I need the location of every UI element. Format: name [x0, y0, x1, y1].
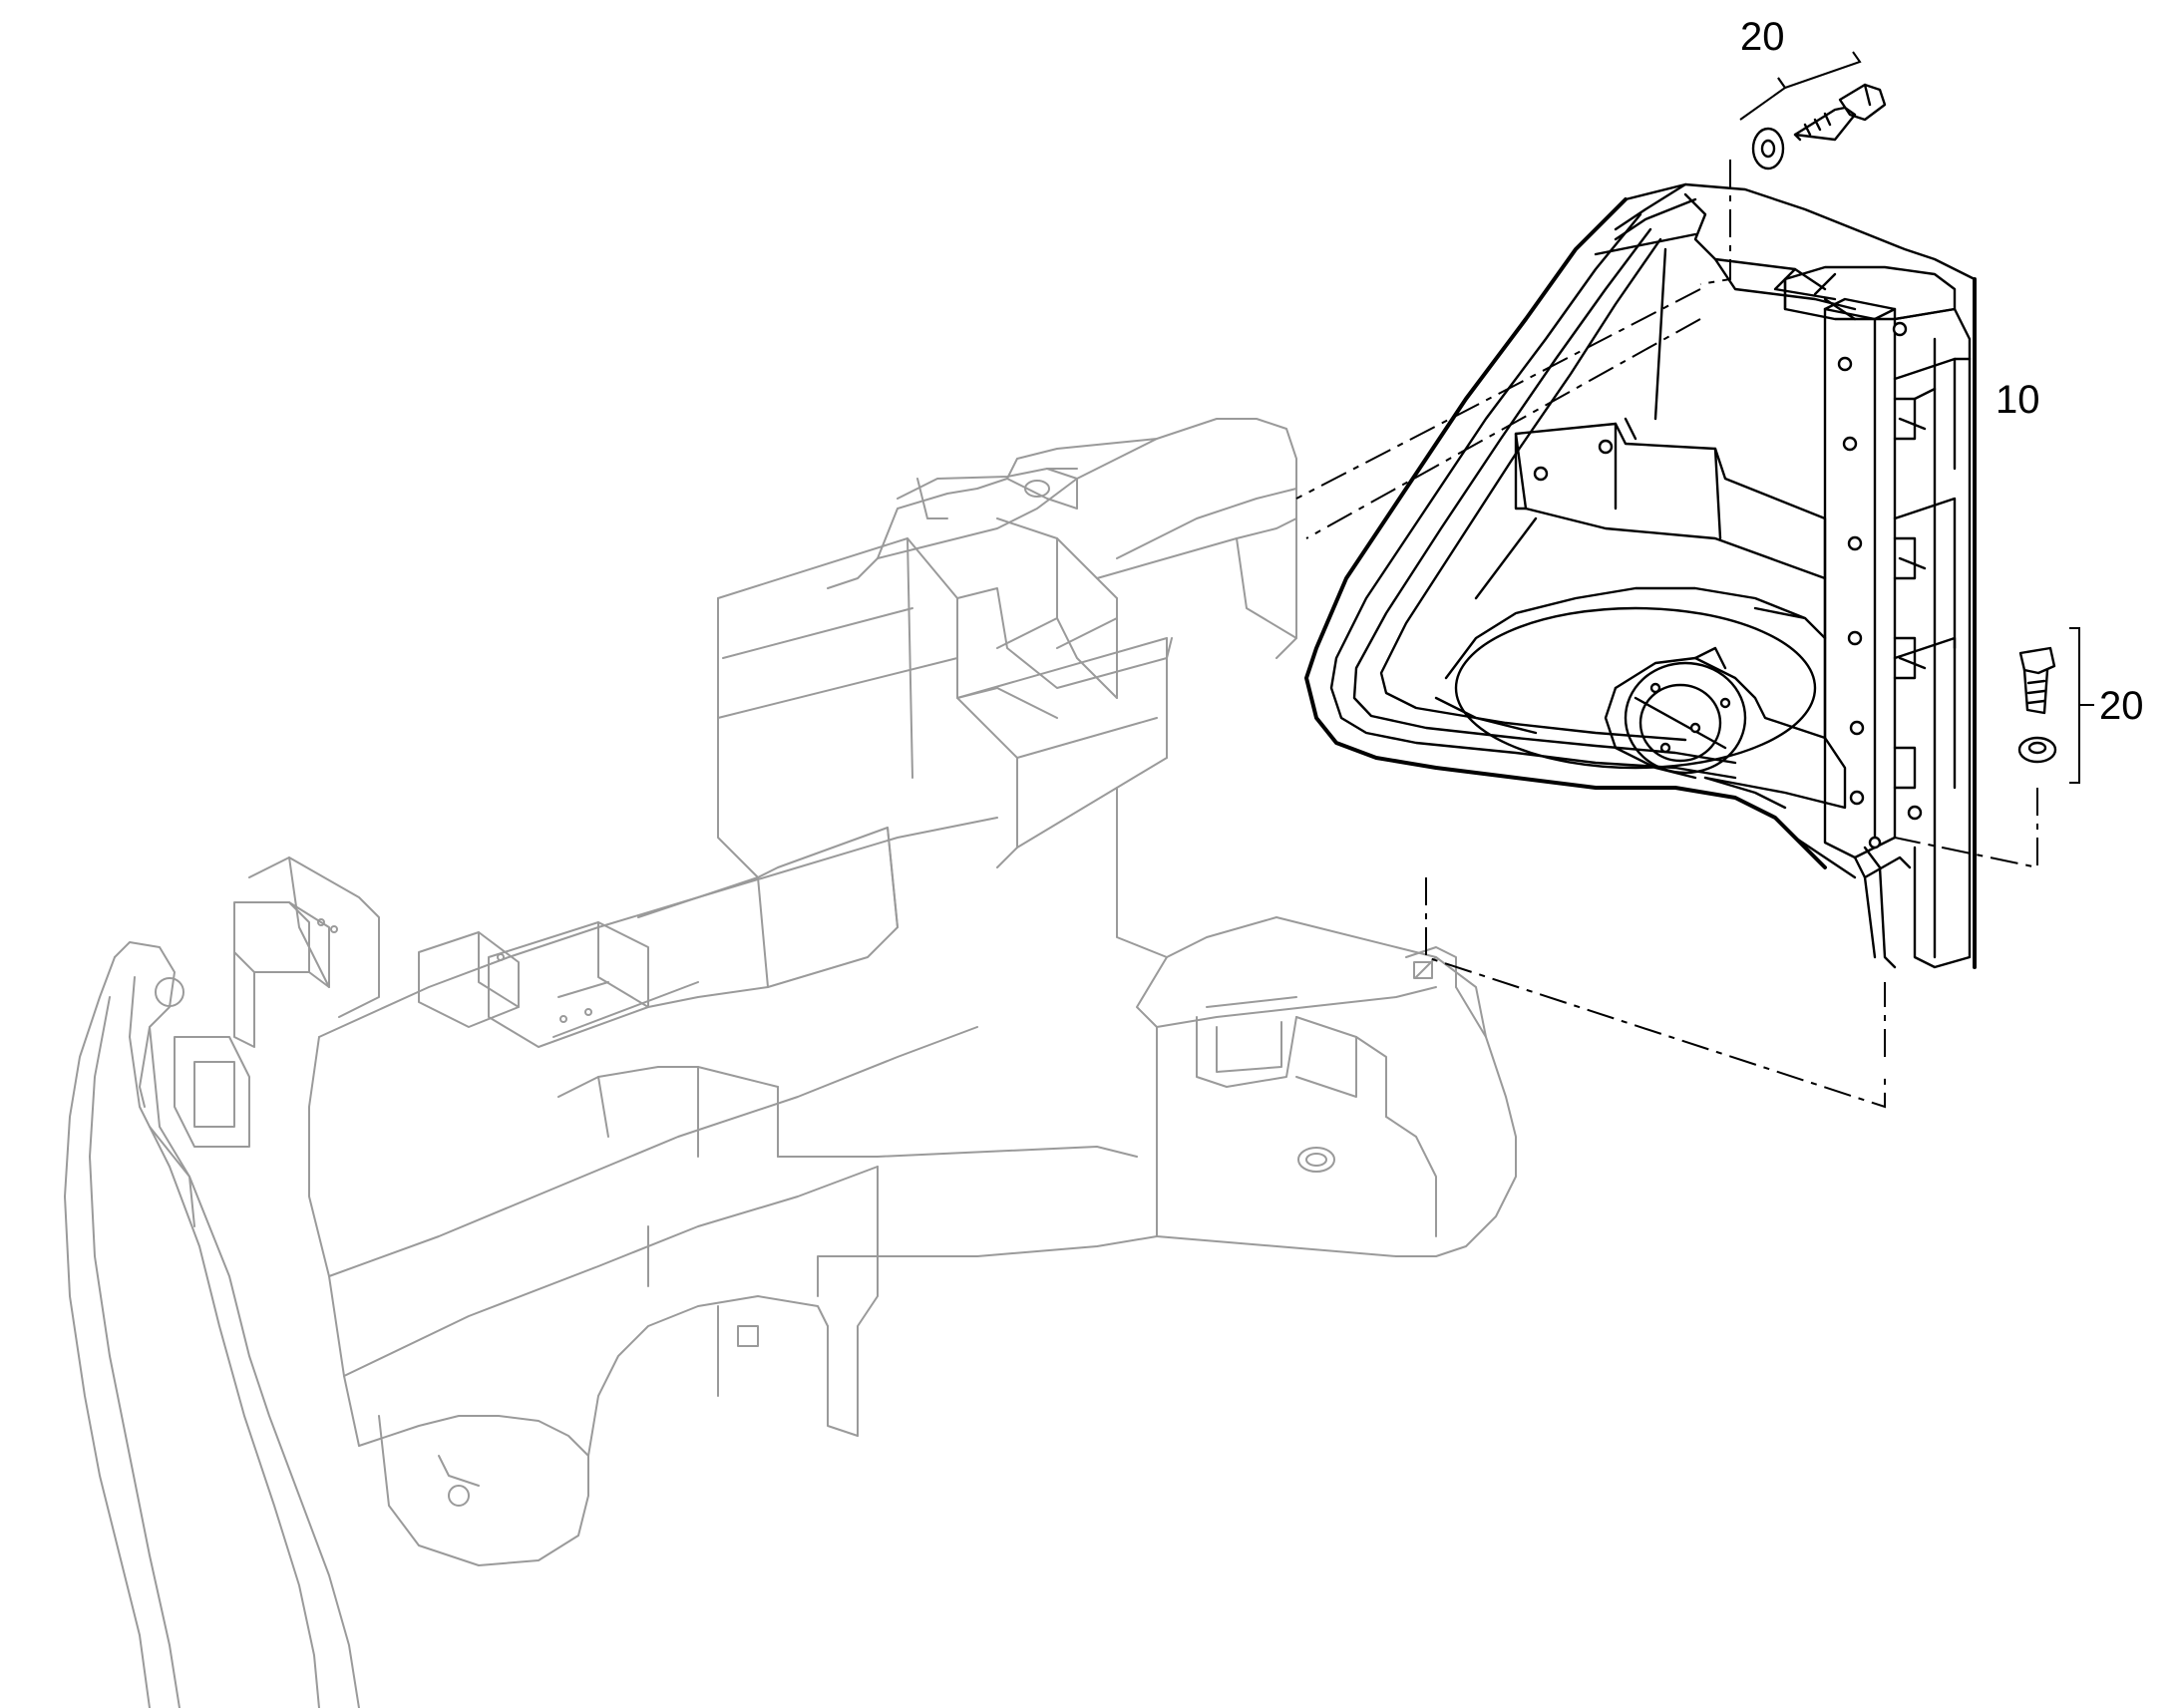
- callout-10: 10: [1996, 378, 2040, 422]
- part-20-bolt-washer-right: [2017, 646, 2057, 764]
- callout-20-right: 20: [2099, 684, 2144, 728]
- part-20-bolt-washer-top: [1751, 83, 1887, 171]
- part-10-tank-housing: [1304, 182, 1977, 969]
- tractor-frame: [64, 418, 1517, 1708]
- callout-labels: 20 10 20: [1740, 15, 2144, 728]
- callout-20-top: 20: [1740, 15, 1785, 59]
- assembly-center-lines: [1295, 160, 2038, 1109]
- callout-leaders: [1739, 51, 2094, 784]
